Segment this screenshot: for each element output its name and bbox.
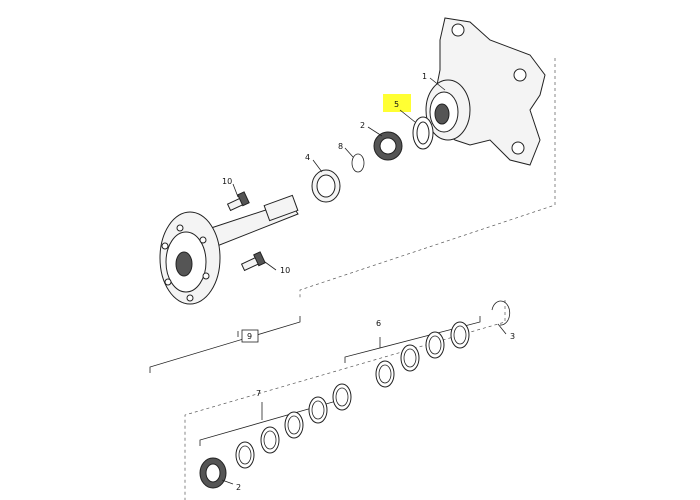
leader-lines [221, 77, 507, 485]
ring-set-part-6 [375, 321, 470, 388]
bearing-part-2-upper [373, 131, 403, 161]
callout-2-lower: 2 [236, 483, 241, 492]
callout-8: 8 [338, 142, 343, 151]
ring-part-5 [412, 116, 434, 150]
bearing-part-2-lower [199, 457, 227, 489]
hub-housing [425, 17, 546, 166]
bolt-part-10-lower [240, 251, 266, 272]
callout-3: 3 [510, 332, 515, 341]
ring-set-part-7 [235, 383, 352, 469]
callout-10-upper: 10 [222, 177, 232, 186]
callout-7: 7 [256, 389, 261, 398]
seal-part-4 [311, 169, 341, 203]
callout-4: 4 [305, 153, 310, 162]
callout-9-box [241, 329, 259, 343]
callout-1: 1 [422, 72, 427, 81]
callout-5-highlight [383, 94, 411, 112]
snap-ring-part-8 [351, 153, 365, 173]
dashed-frame [184, 58, 556, 500]
axle-shaft [159, 194, 299, 305]
callout-5: 5 [394, 100, 399, 109]
bolt-part-10-upper [226, 191, 250, 212]
callout-2-upper: 2 [360, 121, 365, 130]
callout-6: 6 [376, 319, 381, 328]
callout-10-lower: 10 [280, 266, 290, 275]
bracket-6 [344, 316, 481, 363]
bracket-9 [149, 316, 301, 373]
snap-ring-part-3 [491, 300, 511, 326]
callout-9: 9 [247, 332, 252, 341]
